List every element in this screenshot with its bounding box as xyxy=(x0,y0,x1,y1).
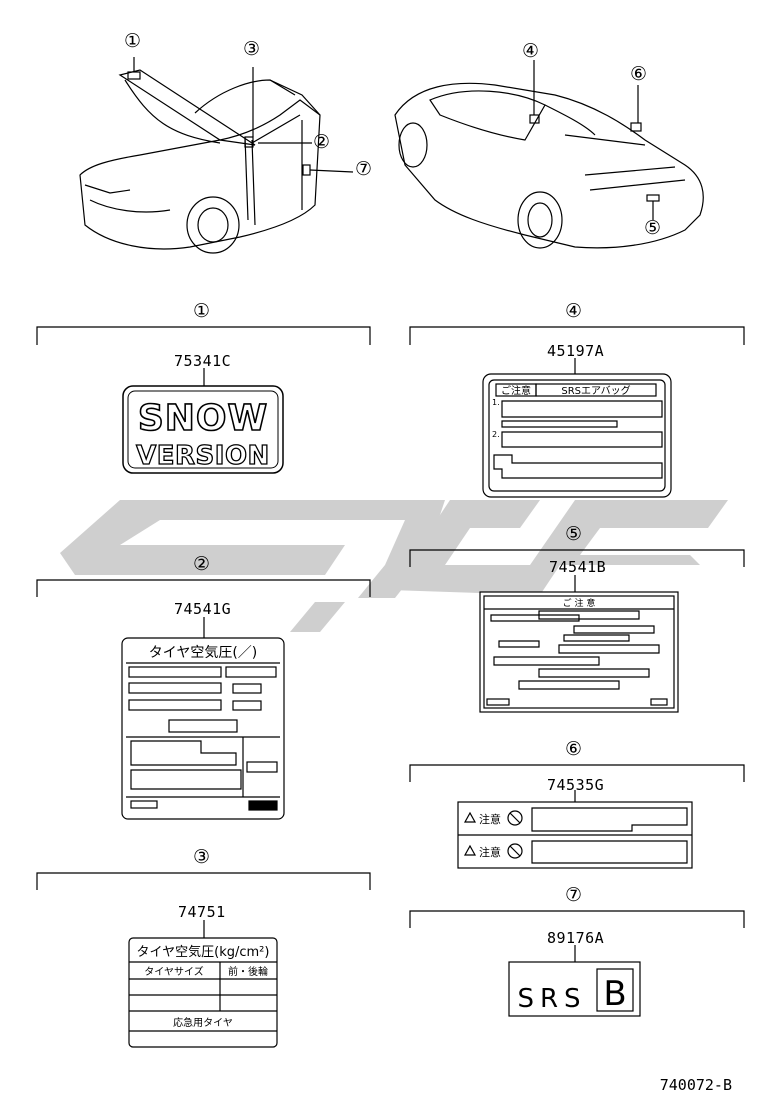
label-45197A-title: SRSエアバッグ xyxy=(561,384,630,397)
car-callout-1: ① xyxy=(124,30,142,52)
label-74751-col-wheel: 前・後輪 xyxy=(228,965,268,978)
label-89176A-boxed: B xyxy=(603,974,626,1014)
snow-text: SNOW xyxy=(138,398,268,439)
section-callout-4: ④ xyxy=(565,300,583,322)
car-callout-2: ② xyxy=(313,131,331,153)
part-number-74751: 74751 xyxy=(178,903,226,921)
car-callout-7: ⑦ xyxy=(355,158,373,180)
part-number-89176A: 89176A xyxy=(547,929,605,947)
section-callout-5: ⑤ xyxy=(565,523,583,545)
label-74751-col-size: タイヤサイズ xyxy=(144,965,203,978)
label-caution-74535G: 注意 注意 xyxy=(457,801,693,869)
part-number-74535G: 74535G xyxy=(547,776,605,794)
car-callout-5: ⑤ xyxy=(644,217,662,239)
section-callout-1: ① xyxy=(193,300,211,322)
label-srs-89176A: SRS B xyxy=(508,961,641,1017)
label-74535G-row2-label: 注意 xyxy=(479,845,501,859)
label-74535G-row1-label: 注意 xyxy=(479,812,501,826)
section-callout-6: ⑥ xyxy=(565,738,583,760)
car-callout-4: ④ xyxy=(522,40,540,62)
label-tire-pressure-74541G: タイヤ空気圧(／) xyxy=(121,637,285,820)
version-text: VERSION xyxy=(136,441,270,471)
car-rear-illustration xyxy=(394,60,704,249)
label-45197A-item-2: 2. xyxy=(492,430,500,439)
part-number-74541B: 74541B xyxy=(549,558,607,576)
label-45197A-item-1: 1. xyxy=(492,398,500,407)
part-number-45197A: 45197A xyxy=(547,342,605,360)
document-number: 740072-B xyxy=(659,1076,732,1094)
label-tire-pressure-74751: タイヤ空気圧(kg/cm²) タイヤサイズ 前・後輪 応急用タイヤ xyxy=(128,937,278,1048)
car-callout-3: ③ xyxy=(243,38,261,60)
label-45197A-caution: ご注意 xyxy=(501,384,531,397)
label-89176A-srs: SRS xyxy=(517,984,586,1014)
label-74751-row-spare: 応急用タイヤ xyxy=(173,1016,233,1029)
section-callout-3: ③ xyxy=(193,846,211,868)
part-number-75341C: 75341C xyxy=(174,352,232,370)
label-74541G-header: タイヤ空気圧(／) xyxy=(149,645,258,661)
label-snow-version: SNOW VERSION xyxy=(122,385,284,474)
label-caution-74541B: ご 注 意 xyxy=(479,591,679,713)
label-74541B-header: ご 注 意 xyxy=(563,597,596,609)
section-callout-2: ② xyxy=(193,553,211,575)
car-callout-6: ⑥ xyxy=(630,63,648,85)
car-front-illustration xyxy=(79,57,354,254)
label-74751-header: タイヤ空気圧(kg/cm²) xyxy=(137,944,270,960)
part-number-74541G: 74541G xyxy=(174,600,232,618)
label-srs-airbag-45197A: ご注意 SRSエアバッグ 1. 2. xyxy=(482,373,672,498)
section-callout-7: ⑦ xyxy=(565,884,583,906)
